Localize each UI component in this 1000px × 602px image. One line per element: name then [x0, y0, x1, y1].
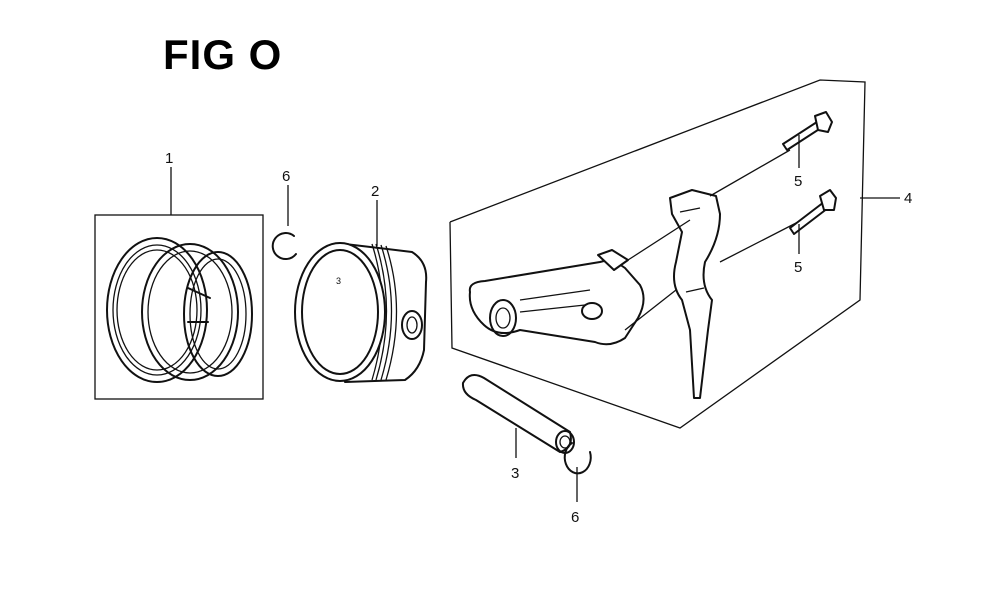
piston-pin-clip-upper [271, 232, 297, 261]
callout-6-upper-label: 6 [282, 168, 290, 185]
callout-1-label: 1 [165, 150, 173, 167]
callout-6-lower: 6 [571, 467, 579, 526]
callout-4-label: 4 [904, 190, 912, 207]
callout-6-lower-label: 6 [571, 509, 579, 526]
rod-bolt-lower [789, 189, 837, 235]
callout-4: 4 [860, 190, 912, 207]
piston-ring-set [94, 214, 264, 400]
ring-set-frame [94, 214, 264, 400]
rod-bolt-upper [782, 111, 833, 151]
callout-2: 2 [371, 183, 379, 246]
piston-pin [461, 373, 575, 454]
callout-6-upper: 6 [282, 168, 290, 226]
piston-crown-mark: 3 [336, 276, 341, 286]
piston-pin-clip-lower [563, 442, 592, 475]
assembly-frame [449, 79, 866, 429]
callout-3-label: 3 [511, 465, 519, 482]
connecting-rod-assembly [449, 79, 866, 429]
callout-2-label: 2 [371, 183, 379, 200]
callout-3: 3 [511, 428, 519, 482]
figure-title: FIG O [163, 31, 283, 78]
piston: 3 [294, 242, 428, 383]
callout-5-lower-label: 5 [794, 259, 802, 276]
callout-5-upper: 5 [794, 135, 802, 190]
callout-5-upper-label: 5 [794, 173, 802, 190]
callout-1: 1 [165, 150, 173, 215]
callout-5-lower: 5 [794, 224, 802, 276]
